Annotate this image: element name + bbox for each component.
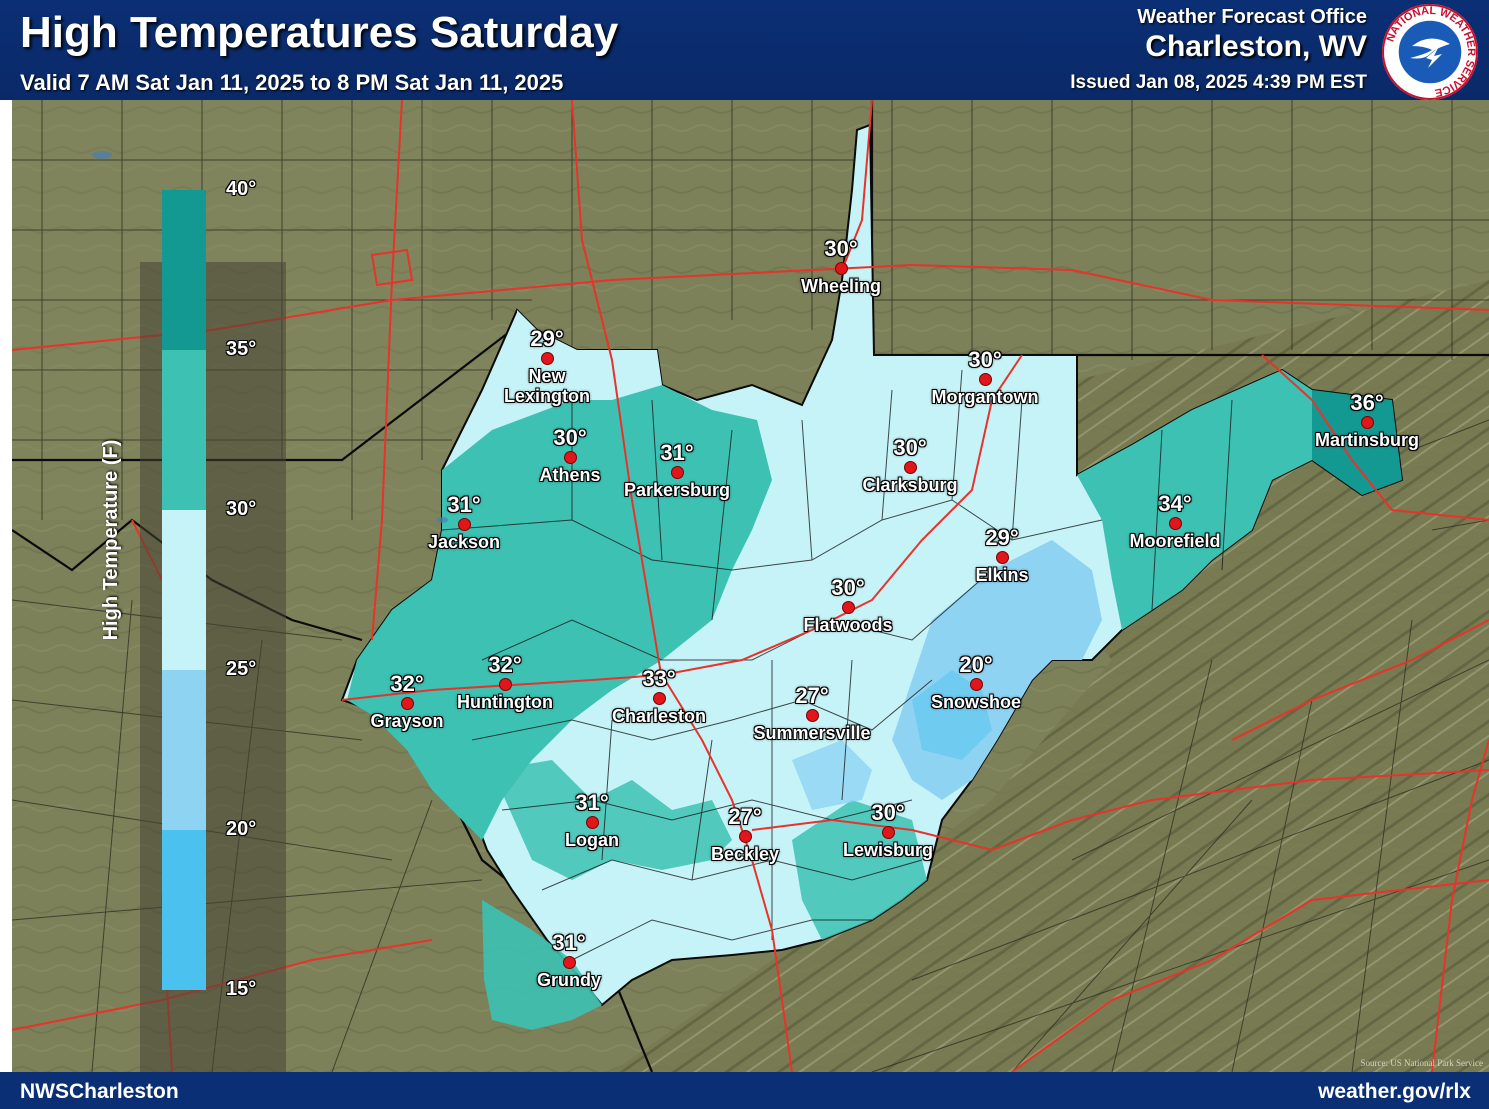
city-name-morgantown: Morgantown [931,387,1039,407]
city-marker-flatwoods [842,601,855,614]
city-name-snowshoe: Snowshoe [930,692,1022,712]
city-temp-huntington: 32° [488,652,522,677]
city-temp-parkersburg: 31° [660,440,694,465]
legend-band-35-40 [162,190,206,350]
legend-band-20-25 [162,670,206,830]
city-marker-parkersburg [671,466,684,479]
city-marker-beckley [739,830,752,843]
legend-tick-label: 25° [226,658,257,680]
city-name-summersville: Summersville [753,723,871,743]
city-temp-charleston: 33° [642,666,676,691]
city-name-moorefield: Moorefield [1129,531,1221,551]
legend-colorbar [162,190,206,990]
city-name-logan: Logan [565,830,619,850]
city-marker-summersville [806,709,819,722]
city-marker-morgantown [979,373,992,386]
city-marker-new-lexington [541,352,554,365]
oh-25-30-zone [517,310,662,400]
city-name-elkins: Elkins [975,565,1029,585]
city-temp-moorefield: 34° [1158,491,1192,516]
city-name-grundy: Grundy [536,970,602,990]
office-line2: Charleston, WV [1145,30,1367,63]
legend-band-15-20 [162,830,206,990]
city-temp-new-lexington: 29° [530,326,564,351]
lakes [92,151,448,523]
nws-logo-icon: NATIONAL WEATHER SERVICE [1382,4,1478,100]
city-name-flatwoods: Flatwoods [803,615,893,635]
issued-time: Issued Jan 08, 2025 4:39 PM EST [1070,72,1367,93]
city-name-parkersburg: Parkersburg [623,480,731,500]
city-marker-logan [586,816,599,829]
footer-social-handle: NWSCharleston [20,1080,179,1103]
office-block: Weather Forecast Office Charleston, WV [1137,6,1367,65]
legend-tick-label: 15° [226,978,257,1000]
city-name-lewisburg: Lewisburg [842,840,934,860]
city-marker-charleston [653,692,666,705]
city-temp-martinsburg: 36° [1350,390,1384,415]
city-temp-logan: 31° [575,790,609,815]
city-temp-summersville: 27° [795,683,829,708]
office-line1: Weather Forecast Office [1137,6,1367,28]
city-temp-snowshoe: 20° [959,652,993,677]
page-title: High Temperatures Saturday [20,8,619,57]
city-name-beckley: Beckley [710,844,780,864]
footer-url: weather.gov/rlx [1318,1080,1471,1103]
city-temp-grayson: 32° [390,671,424,696]
legend-tick-label: 20° [226,818,257,840]
wv-15-20-zone [912,670,992,760]
city-marker-elkins [996,551,1009,564]
wv-30-35-zone-east [1077,370,1312,630]
city-temp-elkins: 29° [985,525,1019,550]
city-name-clarksburg: Clarksburg [862,475,958,495]
legend-tick-label: 35° [226,338,257,360]
city-name-wheeling: Wheeling [801,276,881,296]
city-marker-grayson [401,697,414,710]
wv-35-40-zone [1312,390,1402,495]
city-temp-morgantown: 30° [968,347,1002,372]
wv-20-25-zone [892,540,1102,800]
city-name-martinsburg: Martinsburg [1314,430,1420,450]
city-marker-clarksburg [904,461,917,474]
wv-county-lines [441,369,1233,961]
map-source: Source: US National Park Service [1360,1058,1483,1068]
wv-30-35-zone-west [347,385,772,840]
city-temp-wheeling: 30° [824,236,858,261]
legend-tick-label: 30° [226,498,257,520]
city-marker-wheeling [835,262,848,275]
city-name-charleston: Charleston [611,706,707,726]
map-panel: 40°35°30°25°20°15° High Temperature (F) … [12,100,1489,1072]
city-marker-martinsburg [1361,416,1374,429]
valid-period: Valid 7 AM Sat Jan 11, 2025 to 8 PM Sat … [20,70,564,95]
city-marker-grundy [563,956,576,969]
wv-20-25-zone-central [792,740,872,810]
city-marker-snowshoe [970,678,983,691]
city-temp-beckley: 27° [728,804,762,829]
city-temp-grundy: 31° [552,930,586,955]
city-temp-athens: 30° [553,425,587,450]
va-30-35-zone-grundy [482,900,602,1030]
legend-band-25-30 [162,510,206,670]
city-temp-lewisburg: 30° [871,800,905,825]
city-name-jackson: Jackson [427,532,501,552]
city-temp-clarksburg: 30° [893,435,927,460]
city-marker-athens [564,451,577,464]
footer-bar: NWSCharleston weather.gov/rlx [0,1072,1489,1109]
city-marker-moorefield [1169,517,1182,530]
city-name-athens: Athens [539,465,601,485]
header-bar: High Temperatures Saturday Valid 7 AM Sa… [0,0,1489,100]
city-name-huntington: Huntington [457,692,553,712]
city-temp-flatwoods: 30° [831,575,865,600]
city-marker-lewisburg [882,826,895,839]
city-marker-jackson [458,518,471,531]
city-marker-huntington [499,678,512,691]
city-temp-jackson: 31° [447,492,481,517]
city-name-grayson: Grayson [370,711,444,731]
legend-band-30-35 [162,350,206,510]
wv-30-35-zone-south [492,760,732,880]
legend-title: High Temperature (F) [100,439,122,641]
legend-tick-label: 40° [226,178,257,200]
